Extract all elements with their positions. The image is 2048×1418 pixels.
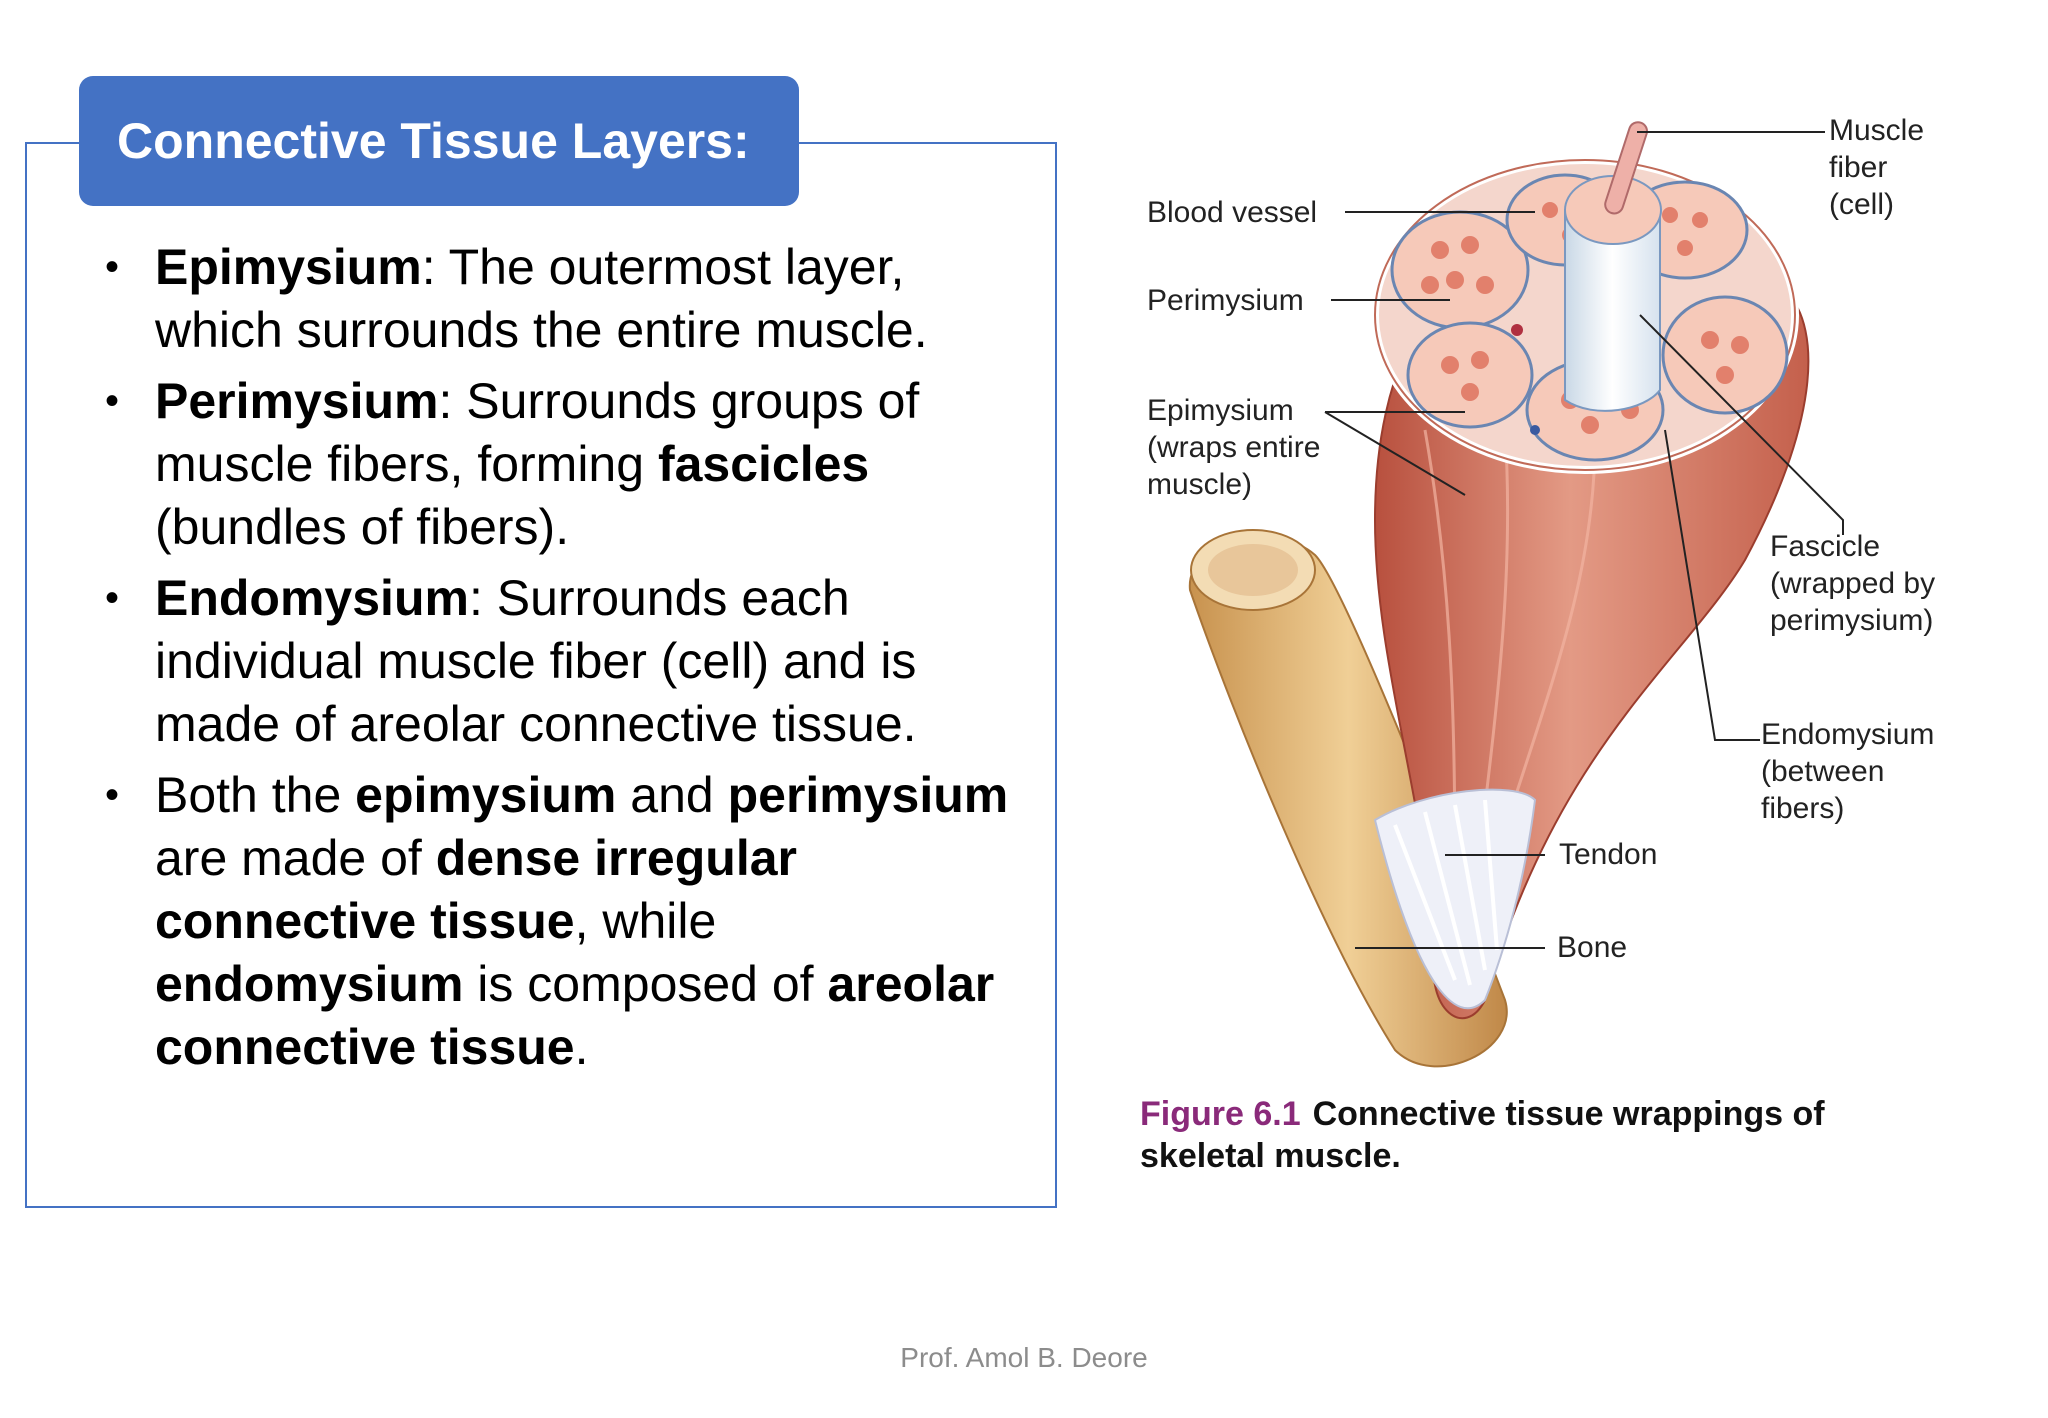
bullet-item: • Perimysium: Surrounds groups of muscle … bbox=[105, 370, 1035, 559]
footer-author: Prof. Amol B. Deore bbox=[900, 1342, 1148, 1373]
bullet-item: • Endomysium: Surrounds each individual m… bbox=[105, 567, 1035, 756]
bullet-bold-text: endomysium bbox=[155, 956, 464, 1012]
figure-caption-text: Connective tissue wrappings of skeletal … bbox=[1140, 1095, 1825, 1175]
label-fascicle: Fascicle (wrapped by perimysium) bbox=[1770, 530, 1936, 637]
bullet-text: : The outermost layer, which surrounds t… bbox=[155, 239, 928, 358]
figure-number: Figure 6.1 bbox=[1140, 1095, 1301, 1133]
bullet-dot: • bbox=[105, 576, 120, 620]
bullet-bold-text: areolar connective tissue bbox=[155, 956, 995, 1075]
muscle-figure: Muscle fiber (cell) Blood vessel Perimys… bbox=[1125, 100, 2005, 1210]
muscle-illustration bbox=[1188, 121, 1844, 1068]
bullet-bold-text: Perimysium bbox=[155, 373, 439, 429]
bullet-text: : Surrounds each individual muscle fiber… bbox=[155, 570, 917, 752]
tendon-shape bbox=[1373, 788, 1537, 1010]
bullet-text: is composed of bbox=[463, 956, 828, 1012]
bullet-text: . bbox=[574, 1019, 589, 1075]
bullet-text: Both the bbox=[155, 767, 356, 823]
label-blood-vessel: Blood vessel bbox=[1147, 196, 1318, 229]
bullet-item: • Epimysium: The outermost layer, which s… bbox=[105, 236, 1035, 362]
bullet-dot: • bbox=[105, 379, 120, 423]
bullet-text: are made of bbox=[155, 830, 436, 886]
bullet-bold-text: epimysium bbox=[355, 767, 617, 823]
bullet-text: , while bbox=[574, 893, 717, 949]
fascicle-cylinder bbox=[1564, 121, 1662, 412]
title-banner: Connective Tissue Layers: bbox=[79, 76, 799, 206]
bullet-text: (bundles of fibers). bbox=[155, 499, 570, 555]
slide-title: Connective Tissue Layers: bbox=[117, 113, 750, 169]
label-muscle-fiber: Muscle fiber (cell) bbox=[1829, 114, 1925, 221]
bullet-bold-text: perimysium bbox=[727, 767, 1009, 823]
bullet-bold-text: Endomysium bbox=[155, 570, 469, 626]
label-bone: Bone bbox=[1557, 931, 1628, 964]
bullet-text: : Surrounds groups of muscle fibers, for… bbox=[155, 373, 920, 492]
label-tendon: Tendon bbox=[1559, 838, 1658, 871]
bullet-bold-text: dense irregular connective tissue bbox=[155, 830, 797, 949]
cross-section bbox=[1371, 156, 1799, 474]
bullet-list: • Epimysium: The outermost layer, which s… bbox=[105, 236, 1035, 1087]
bullet-bold-text: fascicles bbox=[657, 436, 870, 492]
bullet-bold-text: Epimysium bbox=[155, 239, 422, 295]
leader-lines bbox=[1324, 131, 1844, 949]
label-perimysium: Perimysium bbox=[1147, 284, 1304, 317]
bullet-dot: • bbox=[105, 245, 120, 289]
label-epimysium: Epimysium (wraps entire muscle) bbox=[1147, 394, 1321, 501]
label-endomysium: Endomysium (between fibers) bbox=[1761, 718, 1935, 825]
bullet-dot: • bbox=[105, 773, 120, 817]
bullet-item: • Both the epimysium and perimysium are m… bbox=[105, 764, 1035, 1079]
bullet-text: and bbox=[616, 767, 728, 823]
